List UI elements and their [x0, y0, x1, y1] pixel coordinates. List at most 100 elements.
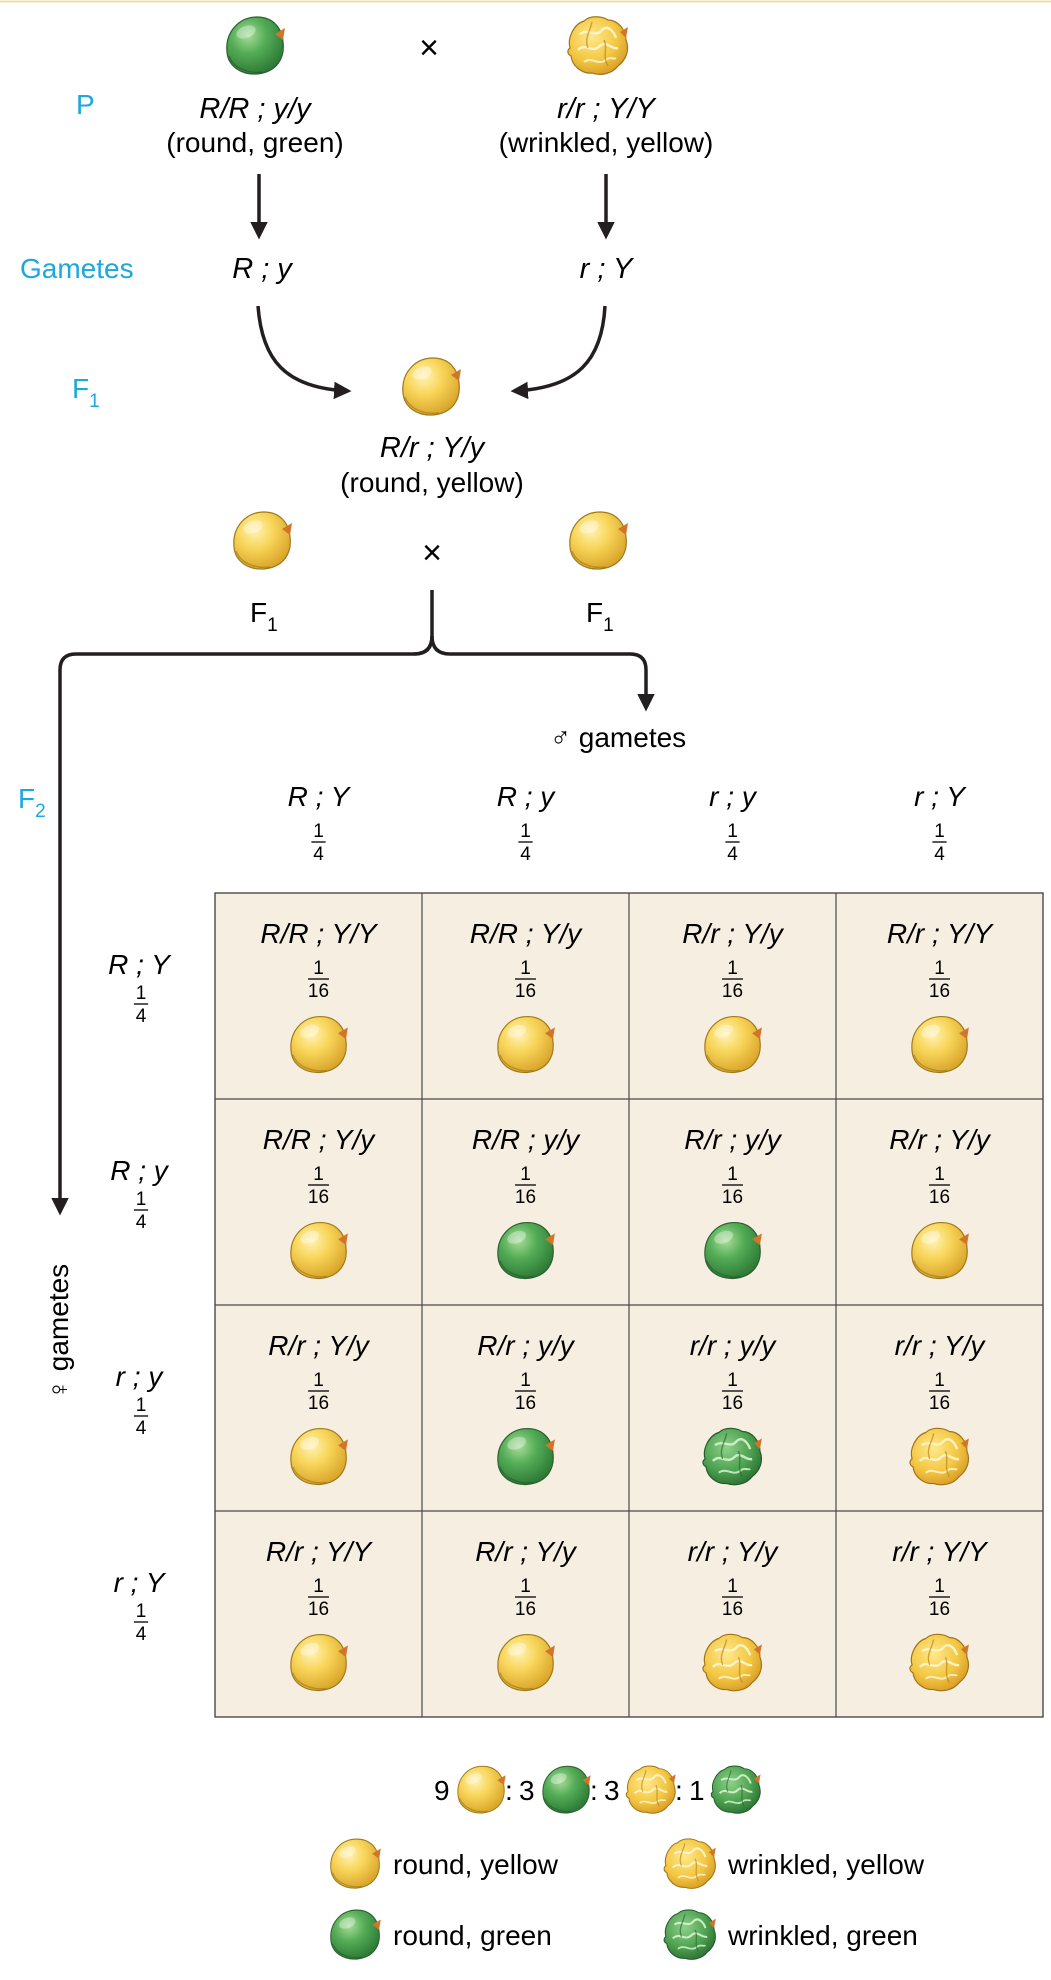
female-gamete-frequency: 14 — [133, 1189, 149, 1233]
svg-text:1: 1 — [727, 1370, 738, 1391]
f1-left-label: F1 — [250, 597, 278, 636]
arrow-to-male-gametes — [430, 635, 655, 712]
svg-text:1: 1 — [727, 958, 738, 979]
round-yellow-pea-icon — [704, 1015, 762, 1074]
parent-right-phenotype: (wrinkled, yellow) — [499, 127, 714, 158]
cell-genotype: r/r ; Y/Y — [892, 1536, 989, 1567]
cell-genotype: R/r ; Y/y — [475, 1536, 578, 1567]
svg-text:4: 4 — [136, 1006, 147, 1027]
punnett-cell: R/r ; Y/y 116 — [475, 1536, 578, 1692]
round-green-pea-icon — [497, 1221, 555, 1280]
ratio-count: 9 — [434, 1775, 450, 1806]
cell-genotype: R/R ; Y/Y — [260, 918, 379, 949]
parent-right-gamete: r ; Y — [580, 253, 635, 285]
punnett-cell: r/r ; Y/Y 116 — [892, 1536, 989, 1692]
wrinkled-green-pea-icon — [663, 1909, 716, 1960]
svg-text:4: 4 — [136, 1624, 147, 1645]
svg-text:1: 1 — [727, 1576, 738, 1597]
round-yellow-pea-icon — [569, 511, 628, 570]
f1-generation-label: F1 — [72, 373, 100, 412]
legend-label: round, yellow — [393, 1849, 559, 1880]
f1-right-label: F1 — [586, 597, 614, 636]
svg-text:4: 4 — [520, 844, 531, 865]
punnett-cell: R/r ; Y/y 116 — [268, 1330, 371, 1486]
round-yellow-pea-icon — [497, 1015, 555, 1074]
svg-text:1: 1 — [520, 1164, 531, 1185]
f1-cross-pea-left — [233, 511, 292, 570]
ratio-count: 1 — [689, 1775, 705, 1806]
svg-text:16: 16 — [929, 1187, 950, 1208]
female-gamete-label: R ; Y — [108, 949, 172, 980]
f1-cross-sign: × — [422, 534, 442, 572]
legend-item: round, green — [330, 1909, 552, 1960]
cell-genotype: r/r ; Y/y — [688, 1536, 780, 1567]
svg-text:16: 16 — [308, 1393, 329, 1414]
svg-text:4: 4 — [136, 1418, 147, 1439]
svg-text:1: 1 — [313, 1164, 324, 1185]
cell-genotype: r/r ; Y/y — [895, 1330, 987, 1361]
parent-left-genotype: R/R ; y/y — [199, 93, 312, 125]
cell-genotype: R/r ; Y/y — [268, 1330, 371, 1361]
svg-text:1: 1 — [520, 1576, 531, 1597]
cell-genotype: R/r ; y/y — [477, 1330, 575, 1361]
svg-text:4: 4 — [313, 844, 324, 865]
ratio-count: 3 — [604, 1775, 620, 1806]
cell-frequency: 116 — [929, 1576, 950, 1620]
svg-text:16: 16 — [722, 1393, 743, 1414]
p-generation-label: P — [76, 89, 95, 120]
svg-text:1: 1 — [136, 983, 147, 1004]
punnett-cell: R/R ; Y/y 116 — [263, 1124, 377, 1280]
svg-text:1: 1 — [313, 821, 324, 842]
legend-item: wrinkled, yellow — [663, 1838, 925, 1889]
male-gamete-frequency: 14 — [518, 821, 533, 865]
round-yellow-pea-icon — [911, 1015, 969, 1074]
svg-text:1: 1 — [520, 1370, 531, 1391]
male-gamete-label: r ; y — [709, 781, 758, 812]
parent-right-genotype: r/r ; Y/Y — [557, 93, 657, 125]
svg-text:1: 1 — [136, 1395, 147, 1416]
cell-frequency: 116 — [722, 1370, 743, 1414]
arrow-right-gamete-to-f1 — [510, 305, 607, 400]
cell-frequency: 116 — [722, 1164, 743, 1208]
f2-generation-label: F2 — [18, 783, 46, 822]
svg-text:16: 16 — [722, 1187, 743, 1208]
male-gamete-frequency: 14 — [932, 821, 947, 865]
wrinkled-yellow-pea-icon — [663, 1838, 716, 1889]
wrinkled-yellow-pea-icon — [909, 1427, 970, 1486]
male-gamete-label: R ; y — [497, 781, 557, 812]
male-gamete-frequency: 14 — [725, 821, 740, 865]
cell-frequency: 116 — [515, 1576, 536, 1620]
cell-genotype: R/R ; y/y — [472, 1124, 581, 1155]
parent-left-gamete: R ; y — [232, 253, 293, 285]
phenotype-legend: round, yellow wrinkled, yellow round, gree… — [330, 1838, 925, 1960]
round-green-pea-icon — [542, 1765, 591, 1814]
ratio-separator: : — [675, 1775, 683, 1806]
cell-genotype: r/r ; y/y — [690, 1330, 778, 1361]
svg-text:16: 16 — [308, 1187, 329, 1208]
round-yellow-pea-icon — [497, 1633, 555, 1692]
f1-phenotype: (round, yellow) — [340, 467, 524, 498]
ratio-count: 3 — [519, 1775, 535, 1806]
svg-text:4: 4 — [934, 844, 945, 865]
round-yellow-pea-icon — [330, 1838, 381, 1889]
parent-pea-wrinkled-yellow — [567, 16, 629, 75]
svg-text:16: 16 — [515, 1187, 536, 1208]
svg-text:16: 16 — [515, 981, 536, 1002]
cell-genotype: R/R ; Y/y — [263, 1124, 377, 1155]
male-gamete-frequency: 14 — [311, 821, 326, 865]
female-gamete-frequency: 14 — [133, 1395, 149, 1439]
svg-text:1: 1 — [313, 1370, 324, 1391]
svg-text:1: 1 — [136, 1601, 147, 1622]
svg-text:4: 4 — [727, 844, 738, 865]
female-gamete-label: r ; Y — [114, 1567, 167, 1598]
